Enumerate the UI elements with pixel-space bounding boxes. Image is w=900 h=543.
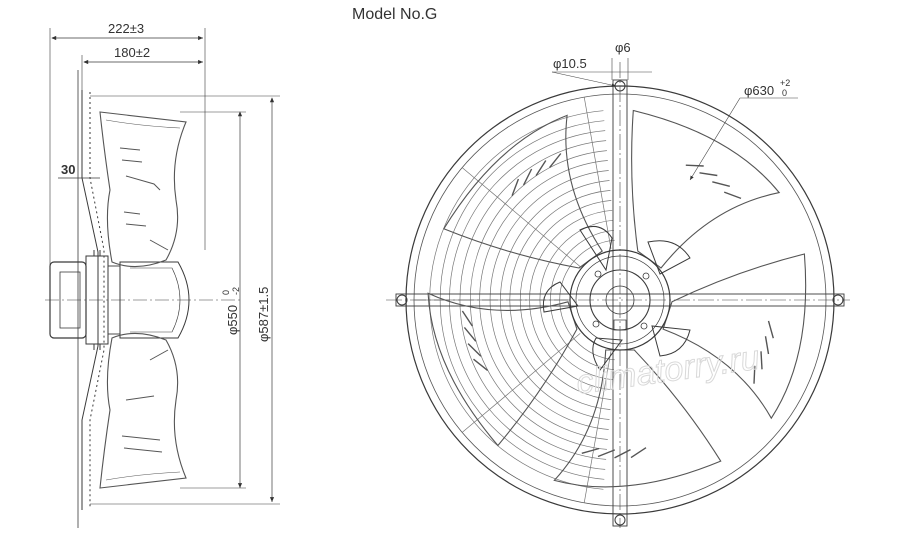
dim-630-tol-lower: 0: [782, 88, 787, 98]
dim-550-tol-upper: 0: [221, 290, 231, 295]
mount-bar-vertical: [612, 79, 628, 527]
dim-mount-depth: 180±2: [114, 45, 150, 60]
dim-offset: 30: [61, 162, 75, 177]
side-view: [45, 28, 280, 528]
dim-587-group: φ587±1.5: [256, 287, 271, 342]
blade-slot: [511, 178, 520, 197]
model-title: Model No.G: [352, 6, 438, 23]
blades: [427, 109, 807, 488]
blade-slot: [463, 326, 477, 342]
blade-slot: [760, 351, 763, 370]
guard-spoke: [583, 97, 612, 249]
dim-diameter-587: φ587±1.5: [256, 287, 271, 342]
blade-slot: [467, 343, 482, 357]
blade-side-upper: [99, 111, 187, 268]
blade-side-lower: [99, 332, 187, 489]
blade-slot: [461, 310, 473, 327]
dim-550-group: φ550 0 -2: [221, 287, 241, 335]
front-view: [386, 58, 850, 528]
guard-spoke: [461, 333, 581, 433]
dim-diameter-550: φ550: [225, 305, 240, 335]
dim-diameter-630: φ630: [744, 83, 774, 98]
blade-slot: [753, 365, 756, 384]
blade-slot: [549, 153, 562, 169]
blade-slot: [723, 191, 742, 200]
blade-front: [553, 349, 722, 488]
blade-slot: [630, 447, 647, 459]
blade-slot: [522, 168, 533, 186]
guard-spoke: [461, 167, 581, 267]
dim-630-tol-upper: +2: [780, 78, 790, 88]
blade-slot: [614, 448, 631, 459]
blade-slot: [535, 160, 547, 176]
guard-spoke: [583, 351, 612, 503]
blade-front: [427, 292, 578, 447]
blade-slot: [764, 336, 770, 355]
dim-wire: φ6: [615, 40, 631, 55]
blade-slot: [767, 320, 774, 339]
hub-front: [542, 225, 691, 371]
dim-overall-depth: 222±3: [108, 21, 144, 36]
hub: [119, 261, 190, 339]
blade-front: [631, 109, 781, 269]
blade-slot: [581, 447, 600, 454]
watermark: climatorry.ru: [574, 339, 762, 402]
blade-slot: [699, 172, 718, 177]
blade-front: [662, 253, 807, 420]
blade-front: [442, 114, 603, 269]
dim-550-tol-lower: -2: [231, 287, 241, 295]
blade-slot: [473, 358, 489, 371]
blade-slot: [597, 449, 616, 458]
blade-slot: [685, 164, 704, 167]
mount-bar-horizontal: [395, 293, 845, 307]
dim-hole: φ10.5: [553, 56, 587, 71]
guard-profile: [81, 90, 99, 510]
blade-slot: [712, 181, 730, 187]
